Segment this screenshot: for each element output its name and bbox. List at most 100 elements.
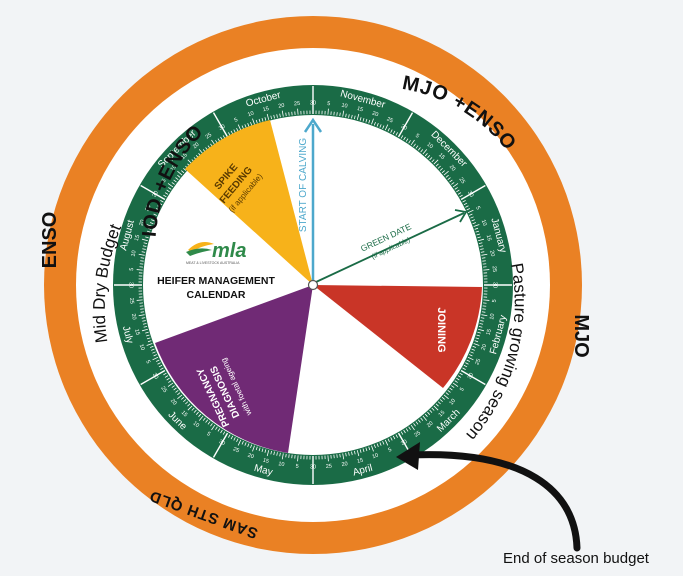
day-tick [400, 431, 404, 435]
day-tick [478, 242, 483, 245]
day-tick [403, 136, 406, 141]
day-tick [413, 423, 416, 427]
day-number: 5 [474, 206, 481, 211]
day-tick [276, 114, 278, 118]
end-of-season-budget-label: End of season budget [503, 550, 649, 567]
day-tick [177, 170, 183, 176]
day-tick [405, 138, 409, 142]
start-of-calving-arrowhead-icon [303, 117, 323, 133]
day-tick [153, 213, 157, 216]
day-tick [279, 113, 281, 118]
day-tick [469, 213, 473, 216]
day-tick [356, 450, 360, 457]
day-tick [456, 377, 460, 381]
month-label-july: July [120, 325, 135, 345]
day-tick [478, 325, 483, 328]
month-divider [460, 369, 486, 386]
day-number: 25 [326, 464, 333, 471]
day-tick [237, 124, 242, 131]
day-number: 25 [205, 132, 213, 140]
day-tick [452, 382, 459, 387]
day-tick [163, 372, 167, 376]
day-tick [368, 446, 371, 451]
day-number: 15 [356, 106, 363, 113]
day-tick [136, 299, 143, 301]
day-number: 15 [437, 152, 446, 161]
day-tick [353, 450, 356, 455]
day-tick [250, 444, 253, 449]
day-tick [264, 449, 267, 453]
day-tick [146, 233, 150, 236]
day-number: 10 [247, 111, 255, 119]
day-tick [481, 314, 488, 317]
day-tick [244, 442, 247, 446]
day-tick [459, 372, 463, 376]
day-number: 20 [169, 398, 178, 407]
day-tick [177, 394, 183, 400]
day-tick [459, 194, 463, 198]
start-of-calving-label: START OF CALVING [298, 138, 309, 232]
day-tick [384, 439, 389, 446]
day-number: 25 [474, 358, 482, 366]
day-tick [211, 139, 216, 146]
day-tick [445, 392, 449, 396]
day-tick [359, 449, 362, 453]
day-tick [427, 155, 431, 159]
day-number: 25 [457, 177, 465, 185]
day-tick [141, 317, 146, 319]
day-tick [171, 182, 175, 185]
day-tick [478, 238, 485, 242]
day-tick [466, 208, 471, 211]
end-of-season-arrowhead-icon [396, 442, 420, 470]
day-tick [470, 216, 474, 219]
day-tick [244, 124, 247, 128]
day-tick [373, 444, 376, 449]
day-number: 10 [278, 461, 285, 468]
day-tick [435, 403, 439, 407]
day-tick [390, 437, 393, 441]
day-tick [142, 248, 146, 250]
day-number: 20 [341, 461, 348, 468]
day-tick [173, 387, 177, 391]
day-tick [476, 334, 480, 337]
day-tick [158, 364, 163, 368]
day-tick [437, 401, 441, 405]
day-tick [417, 419, 421, 423]
day-tick [158, 202, 163, 206]
day-tick [351, 451, 353, 456]
day-tick [177, 174, 181, 178]
day-tick [475, 337, 480, 340]
day-tick [147, 227, 152, 230]
day-tick [345, 452, 347, 457]
day-tick [371, 118, 374, 125]
day-tick [152, 209, 159, 214]
day-tick [281, 110, 284, 117]
day-tick [467, 209, 474, 214]
day-tick [164, 192, 169, 195]
day-tick [463, 364, 468, 368]
day-number: 20 [488, 250, 495, 257]
day-tick [457, 192, 462, 195]
day-tick [474, 227, 479, 230]
joining-label: JOINING [435, 307, 447, 352]
day-number: 20 [139, 219, 147, 227]
day-number: 20 [192, 142, 201, 151]
calendar-title-line2: CALENDAR [187, 289, 246, 301]
day-tick [481, 253, 488, 256]
day-tick [429, 157, 433, 161]
day-number: 15 [357, 458, 364, 465]
day-tick [149, 345, 154, 348]
day-tick [483, 269, 490, 271]
day-tick [258, 118, 261, 123]
day-tick [480, 251, 485, 253]
day-tick [420, 417, 424, 421]
day-tick [477, 236, 481, 239]
day-tick [142, 245, 147, 247]
green-date-arrow [315, 212, 465, 283]
day-tick [410, 424, 415, 431]
day-number: 15 [134, 234, 141, 241]
day-tick [462, 200, 466, 203]
mla-logo-text: mla [212, 240, 246, 262]
mla-logo-leaf-icon [186, 248, 212, 256]
day-tick [152, 351, 156, 354]
